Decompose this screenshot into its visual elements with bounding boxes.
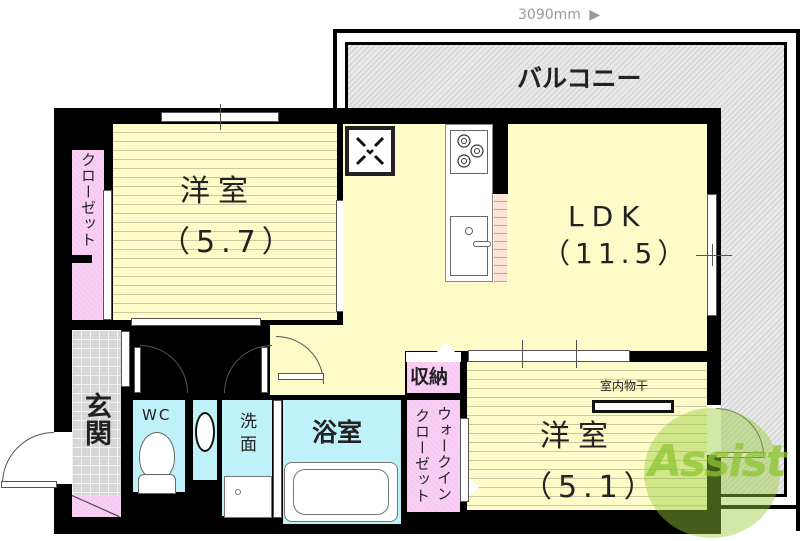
western-room-1-floor	[113, 124, 337, 320]
indoor-drying-rod	[592, 400, 674, 413]
western-room-1-name: 洋室	[180, 174, 256, 209]
dimension-label: 3090mm ▶	[518, 8, 600, 22]
ldk-name: LDK	[568, 200, 648, 233]
walk-in-closet-floor	[407, 400, 460, 512]
closet-1-label: クローゼット	[79, 152, 97, 248]
sliding-door-mark-2	[576, 340, 577, 368]
arrow-right-icon: ▶	[589, 7, 601, 23]
balcony-label: バルコニー	[517, 64, 642, 93]
entrance-door-opening	[54, 432, 72, 484]
storage-door-arrow	[437, 342, 455, 352]
washroom-label-1: 洗面	[236, 412, 256, 462]
sliding-door-ldk-room-2	[468, 350, 630, 362]
kitchen-partition-wall	[493, 124, 508, 194]
washing-machine-pan	[224, 476, 272, 518]
window-center-mark	[220, 104, 221, 130]
washroom-door-leaf	[261, 347, 268, 393]
washbasin-icon	[195, 412, 215, 452]
entrance-door-leaf	[1, 481, 57, 488]
storage-floor	[407, 362, 460, 393]
bathroom-label: 浴室	[312, 418, 363, 447]
ldk-size: （11.5）	[542, 237, 691, 270]
entrance-label-text: 玄関	[80, 392, 111, 446]
western-room-2-name: 洋室	[540, 419, 616, 454]
western-room-1-size: （5.7）	[160, 225, 298, 260]
closet-1-floor	[72, 150, 104, 320]
toilet-label: WC	[142, 406, 172, 424]
entrance-label: 玄関	[80, 392, 111, 451]
washroom-label: 洗面	[236, 412, 256, 458]
storage-label: 収納	[410, 366, 449, 388]
sliding-door-hall	[131, 318, 261, 326]
dimension-value: 3090mm	[518, 7, 581, 23]
toilet-tank-icon	[138, 474, 176, 494]
toilet-bowl-icon	[139, 432, 175, 480]
walk-in-closet-label-1: ウォークイン	[435, 406, 453, 502]
kitchen-sink-icon	[450, 216, 491, 276]
indoor-drying-label: 室内物干	[600, 379, 649, 393]
western-room-2-size: （5.1）	[522, 470, 660, 505]
walk-in-closet-label-2: クローゼット	[413, 408, 431, 504]
bathtub	[284, 462, 398, 522]
entrance-closet-door	[121, 331, 130, 387]
entrance-floor	[72, 330, 121, 495]
walk-in-closet-door	[460, 418, 469, 502]
closet-1-door	[103, 190, 112, 320]
kitchen-backsplash	[494, 194, 507, 282]
balcony-door-leaf	[716, 452, 764, 458]
window-ldk-mark-h	[696, 255, 732, 256]
washing-machine-drain	[235, 489, 241, 495]
closet-1-shelf-wall	[72, 255, 92, 263]
gas-stove-icon	[450, 130, 488, 174]
toilet-door-leaf	[134, 347, 141, 393]
storage-door	[406, 352, 461, 362]
bathtub-basin	[293, 469, 389, 515]
sink-drain	[465, 227, 473, 235]
ventilation-fan-icon	[345, 126, 395, 176]
balcony-outer-wall-bottom	[716, 505, 800, 509]
sliding-door-mark-1	[522, 340, 523, 368]
western-room-2-floor	[467, 362, 707, 510]
bathroom-door	[273, 400, 282, 518]
ldk-door-leaf	[278, 373, 324, 380]
sink-faucet	[473, 241, 491, 247]
window-ldk-mark-v	[712, 244, 713, 266]
ldk-floor	[343, 124, 707, 351]
walk-in-closet-door-arrow	[469, 478, 479, 496]
